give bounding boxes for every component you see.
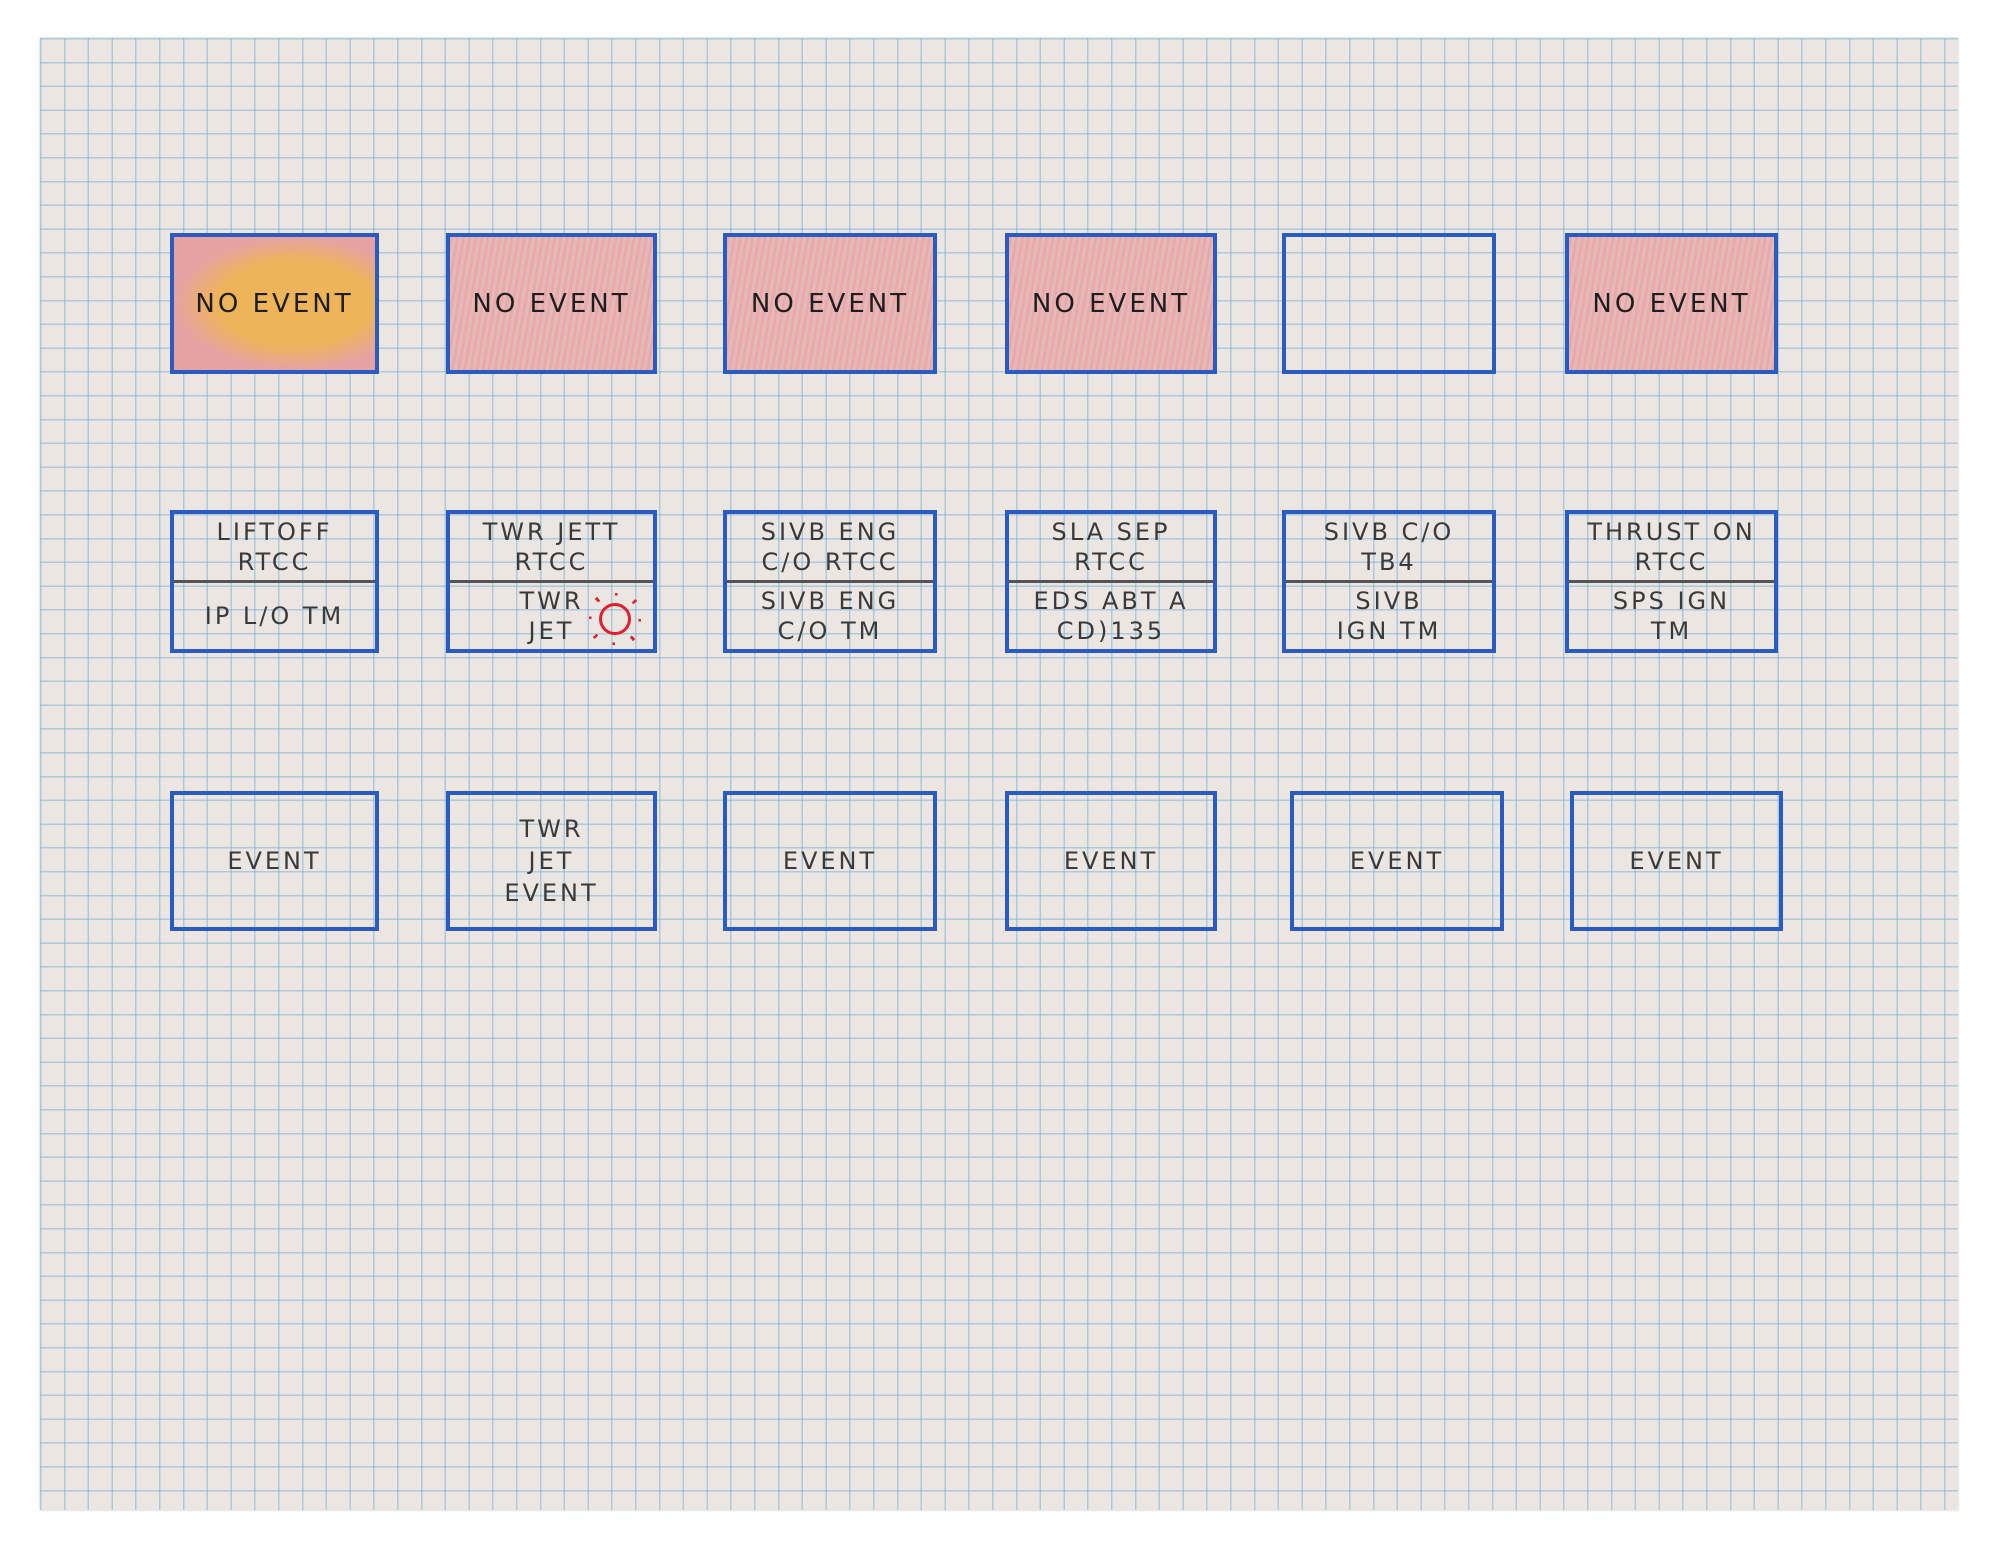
bottom-line: TWR	[519, 587, 584, 615]
top-line: TWR JETT	[482, 518, 621, 546]
graph-paper-sheet: NO EVENT NO EVENT NO EVENT NO EVENT NO E…	[40, 38, 1958, 1510]
event-box-r3c4: EVENT	[1005, 791, 1217, 931]
divider	[174, 580, 375, 583]
event-label: EVENT	[227, 847, 322, 875]
bottom-line: CD)135	[1056, 617, 1166, 645]
event-box-r3c5: EVENT	[1290, 791, 1504, 931]
bottom-line: IGN TM	[1336, 617, 1442, 645]
divider	[1009, 580, 1213, 583]
divider	[450, 580, 653, 583]
event-label: JET	[528, 847, 575, 875]
top-line: RTCC	[1074, 548, 1148, 576]
event-label: TWR	[519, 815, 584, 843]
status-box-r1c3: NO EVENT	[723, 233, 937, 374]
event-label: EVENT	[1349, 847, 1445, 875]
event-box-r3c6: EVENT	[1570, 791, 1783, 931]
divider	[1569, 580, 1774, 583]
bottom-line: SIVB	[1355, 587, 1423, 615]
top-line: TB4	[1361, 548, 1417, 576]
divider	[727, 580, 933, 583]
bottom-line: EDS ABT A	[1033, 587, 1189, 615]
top-line: RTCC	[237, 548, 312, 576]
top-line: RTCC	[1634, 548, 1709, 576]
event-box-r3c2: TWR JET EVENT	[446, 791, 657, 931]
top-line: SLA SEP	[1051, 518, 1171, 546]
top-line: LIFTOFF	[216, 518, 333, 546]
top-line: SIVB ENG	[760, 518, 900, 546]
event-label: EVENT	[1629, 847, 1724, 875]
status-box-r1c5	[1282, 233, 1496, 374]
top-line: C/O RTCC	[761, 548, 899, 576]
box-label: NO EVENT	[1592, 288, 1751, 319]
bottom-line: SPS IGN	[1612, 587, 1731, 615]
box-label: NO EVENT	[1031, 288, 1191, 319]
status-box-r1c4: NO EVENT	[1005, 233, 1217, 374]
event-label: EVENT	[782, 847, 878, 875]
status-box-r1c6: NO EVENT	[1565, 233, 1778, 374]
top-line: RTCC	[514, 548, 589, 576]
event-box-r3c3: EVENT	[723, 791, 937, 931]
divider	[1286, 580, 1492, 583]
status-box-r1c1: NO EVENT	[170, 233, 379, 374]
event-label: EVENT	[1063, 847, 1159, 875]
bottom-line: IP L/O TM	[204, 602, 345, 630]
bottom-line: TM	[1650, 617, 1693, 645]
event-label: EVENT	[504, 879, 599, 907]
bottom-line: JET	[528, 617, 575, 645]
event-box-r3c1: EVENT	[170, 791, 379, 931]
top-line: SIVB C/O	[1323, 518, 1455, 546]
box-label: NO EVENT	[472, 288, 631, 319]
top-line: THRUST ON	[1587, 518, 1756, 546]
box-label: NO EVENT	[195, 288, 354, 319]
bottom-line: C/O TM	[777, 617, 883, 645]
sun-icon	[599, 603, 631, 635]
bottom-line: SIVB ENG	[760, 587, 900, 615]
status-box-r1c2: NO EVENT	[446, 233, 657, 374]
box-label: NO EVENT	[750, 288, 910, 319]
